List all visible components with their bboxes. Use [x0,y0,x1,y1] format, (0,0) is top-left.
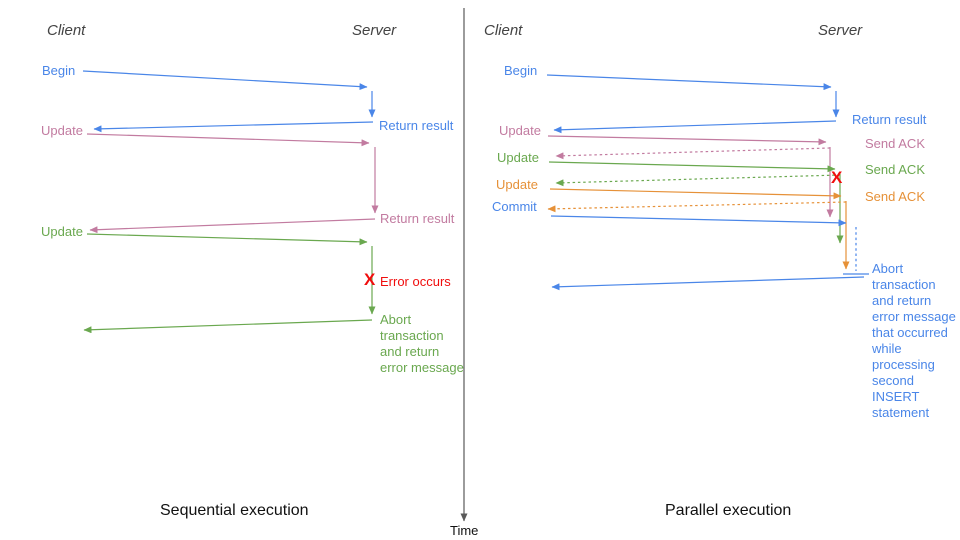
right-ack2-dotted-arrow [555,174,841,187]
right-caption: Parallel execution [665,502,792,519]
right-return-label: Return result [852,112,927,127]
left-error-x-mark: X [364,270,376,289]
right-update3-label: Update [496,177,538,192]
left-error-label: Error occurs [380,274,451,289]
right-begin-return-arrow [553,120,837,134]
left-return1-label: Return result [379,118,454,133]
right-ack1-label: Send ACK [865,136,925,151]
left-begin-request-arrow [82,70,368,91]
left-sequential-arrows [82,70,379,334]
right-update3-request-arrow [549,188,842,200]
right-begin-label: Begin [504,63,538,78]
right-abort-label: Abort transaction and return error messa… [872,261,956,420]
right-ack2-label: Send ACK [865,162,925,177]
right-abort-return-arrow [551,276,865,291]
left-update2-label: Update [41,224,83,239]
right-ack1-dotted-arrow [555,147,831,160]
left-client-header: Client [47,22,86,39]
left-caption: Sequential execution [160,502,309,519]
left-server-header: Server [352,22,397,39]
right-ack3-dotted-arrow [547,201,847,213]
left-update2-request-arrow [86,233,368,246]
right-client-header: Client [484,22,523,39]
left-update1-request-arrow [86,133,370,147]
time-axis-label: Time [450,523,479,538]
left-begin-return-arrow [93,121,374,133]
left-update1-label: Update [41,123,83,138]
left-begin-label: Begin [42,63,76,78]
right-error-x-mark: X [831,168,843,187]
left-update1-return-arrow [89,218,376,234]
right-begin-request-arrow [546,74,832,91]
left-abort-return-arrow [83,319,373,334]
right-update1-label: Update [499,123,541,138]
left-return2-label: Return result [380,211,455,226]
right-commit-label: Commit [492,199,537,214]
left-abort-label: Abort transaction and return error messa… [380,312,464,375]
right-ack3-label: Send ACK [865,189,925,204]
right-parallel-arrows [546,74,869,291]
right-update2-label: Update [497,150,539,165]
right-update1-request-arrow [547,135,827,146]
right-server-header: Server [818,22,863,39]
right-update2-request-arrow [548,161,836,173]
right-commit-request-arrow [550,215,847,227]
